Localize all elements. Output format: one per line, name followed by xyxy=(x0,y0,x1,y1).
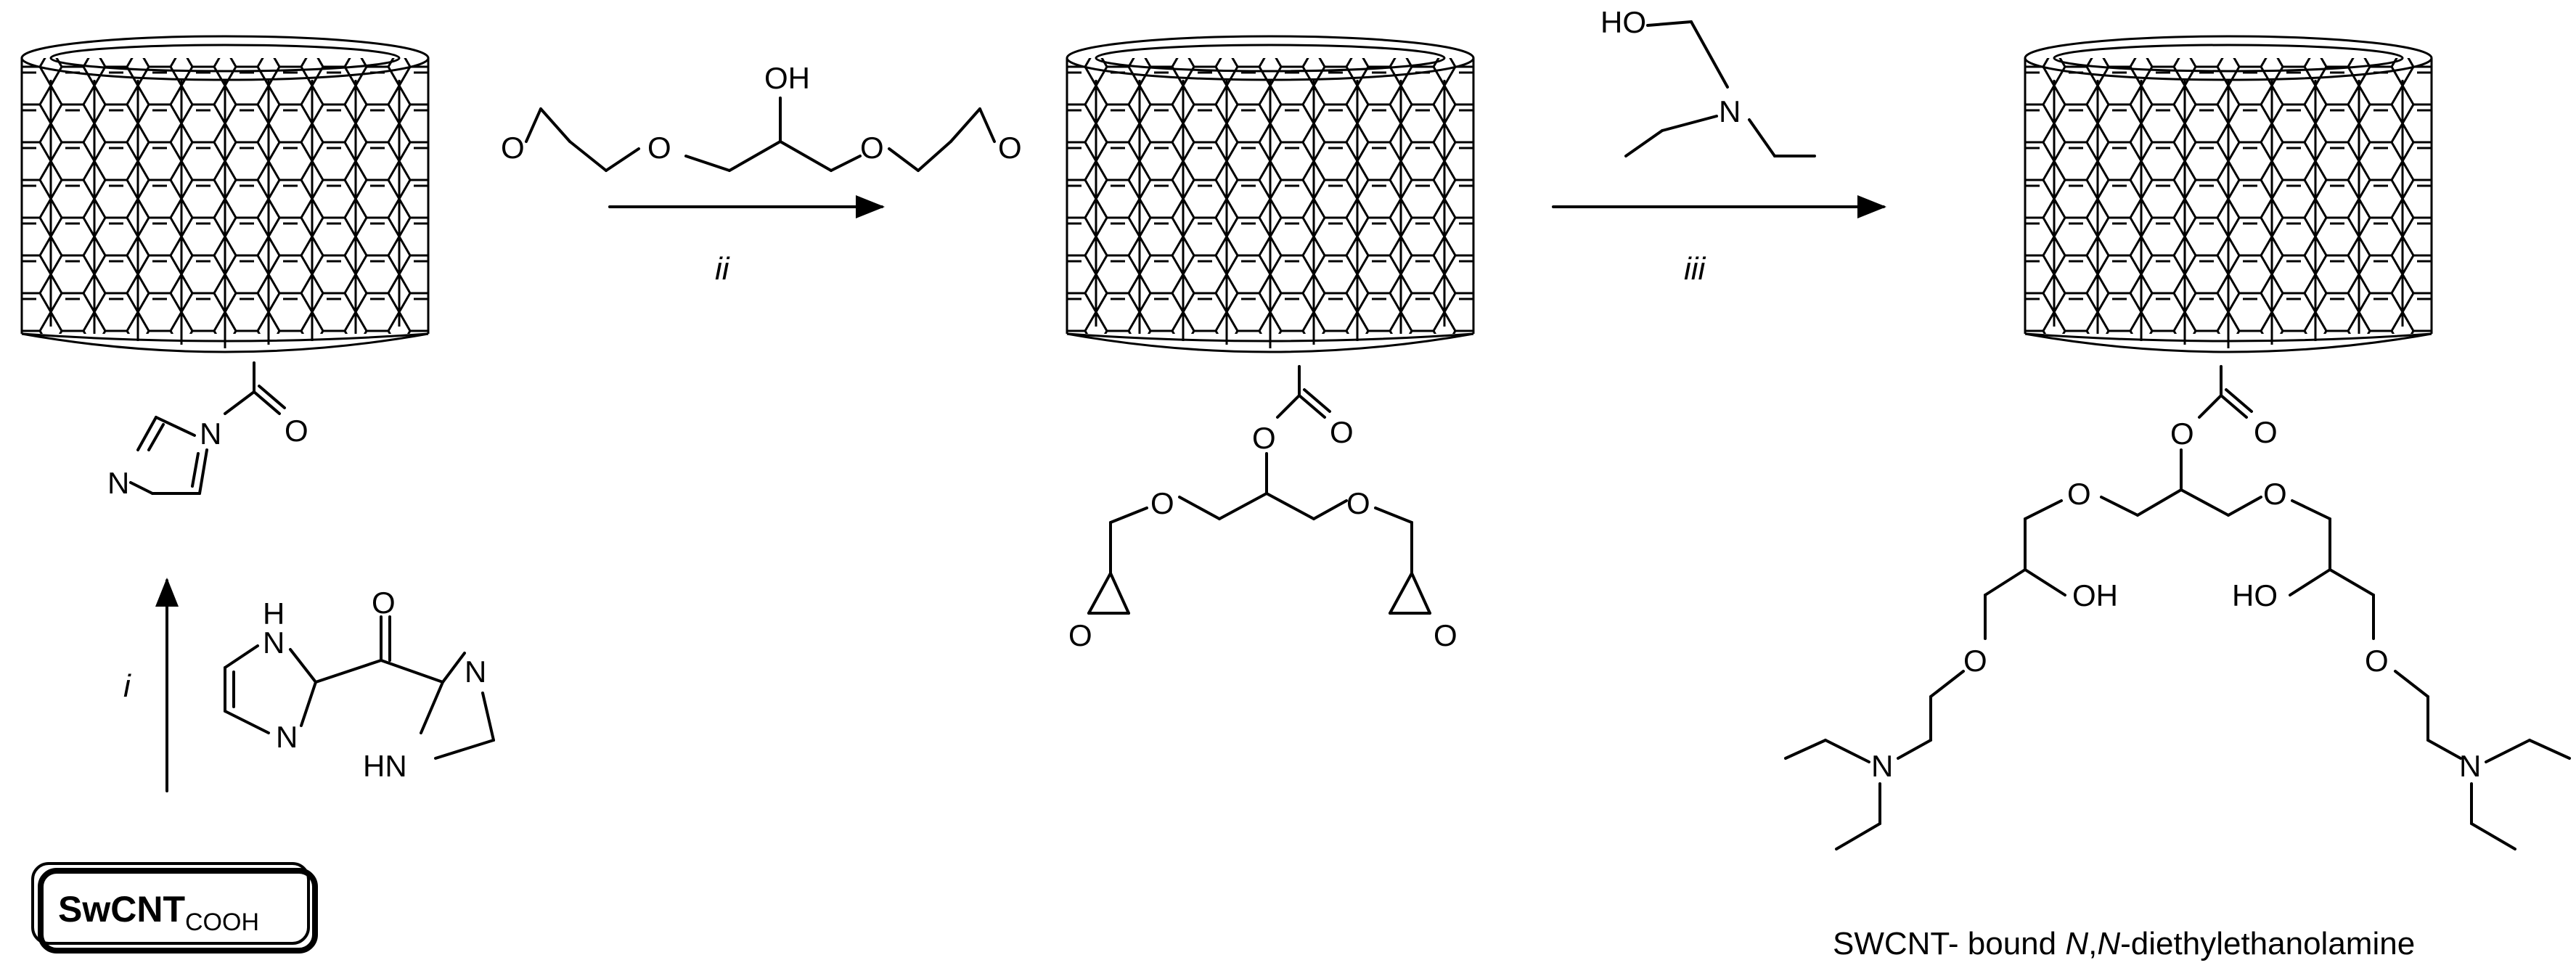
product-caption-suffix: -diethylethanolamine xyxy=(2120,926,2415,961)
prod-o-right-2: O xyxy=(2365,644,2389,678)
carbonyl-o-1: O xyxy=(285,414,308,448)
step-i-arrow: i xyxy=(123,578,179,792)
start-material-subscript: COOH xyxy=(185,909,259,936)
start-material-box: SwCNTCOOH xyxy=(31,862,318,954)
product-caption: SWCNT- bound N,N-diethylethanolamine xyxy=(1833,926,2415,961)
product-arms: O O O OH O N O HO O N xyxy=(1784,365,2571,850)
reagent-ii-o-left: O xyxy=(647,131,671,165)
int-ester-o: O xyxy=(1252,421,1276,455)
reagent-iii-n: N xyxy=(1719,94,1741,128)
prod-o-left-2: O xyxy=(1963,644,1987,678)
intermediate-ester: O O O O O O xyxy=(1068,365,1457,652)
prod-o-right-1: O xyxy=(2263,477,2287,511)
prod-n-right: N xyxy=(2459,749,2481,783)
imidazole-n1-1: N xyxy=(200,417,221,451)
product-caption-n1: N xyxy=(2065,926,2088,961)
int-carbonyl-o: O xyxy=(1330,415,1354,449)
svg-text:SwCNTCOOH: SwCNTCOOH xyxy=(58,889,259,936)
nanotube-1 xyxy=(20,35,430,353)
step-ii-arrow: ii xyxy=(608,195,885,287)
cdi-n-1: N xyxy=(263,626,285,660)
carbonyl-diimidazole: H N N O N HN xyxy=(224,586,495,783)
prod-ester-o: O xyxy=(2170,417,2194,451)
cdi-n-3: N xyxy=(465,655,486,689)
diethylethanolamine-reagent: HO N xyxy=(1600,5,1816,157)
int-o-left: O xyxy=(1150,486,1174,520)
step-ii-label: ii xyxy=(715,251,730,287)
step-i-label: i xyxy=(123,668,131,704)
nanotube-2 xyxy=(1066,35,1475,353)
cdi-hn: HN xyxy=(363,749,407,783)
imidazole-n3-1: N xyxy=(107,466,129,500)
cdi-n-2: N xyxy=(276,720,298,754)
acyl-imidazole: O N N xyxy=(107,361,308,500)
cdi-h-1: H xyxy=(263,596,285,631)
int-epoxide-o-right: O xyxy=(1434,618,1457,652)
reagent-ii-oh: OH xyxy=(764,61,810,95)
cdi-o: O xyxy=(372,586,396,620)
step-iii-arrow: iii xyxy=(1552,195,1886,287)
reagent-ii-epoxide-o-left: O xyxy=(501,131,525,165)
reagent-ii-epoxide-o-right: O xyxy=(998,131,1022,165)
prod-o-left-1: O xyxy=(2067,477,2091,511)
diglycidyl-glycerol-reagent: OH O O O O xyxy=(501,61,1022,172)
prod-n-left: N xyxy=(1871,749,1893,783)
prod-ho-right: HO xyxy=(2232,578,2278,612)
product-caption-prefix: SWCNT- bound xyxy=(1833,926,2065,961)
nanotube-3 xyxy=(2024,35,2433,353)
start-material-base: SwCNT xyxy=(58,889,185,930)
prod-oh-left: OH xyxy=(2072,578,2118,612)
int-o-right: O xyxy=(1346,486,1370,520)
reagent-iii-ho: HO xyxy=(1600,5,1646,39)
step-iii-label: iii xyxy=(1684,251,1706,287)
prod-carbonyl-o: O xyxy=(2254,415,2278,449)
reagent-ii-o-right: O xyxy=(860,131,884,165)
int-epoxide-o-left: O xyxy=(1068,618,1092,652)
product-caption-comma: , xyxy=(2088,926,2097,961)
product-caption-n2: N xyxy=(2097,926,2120,961)
